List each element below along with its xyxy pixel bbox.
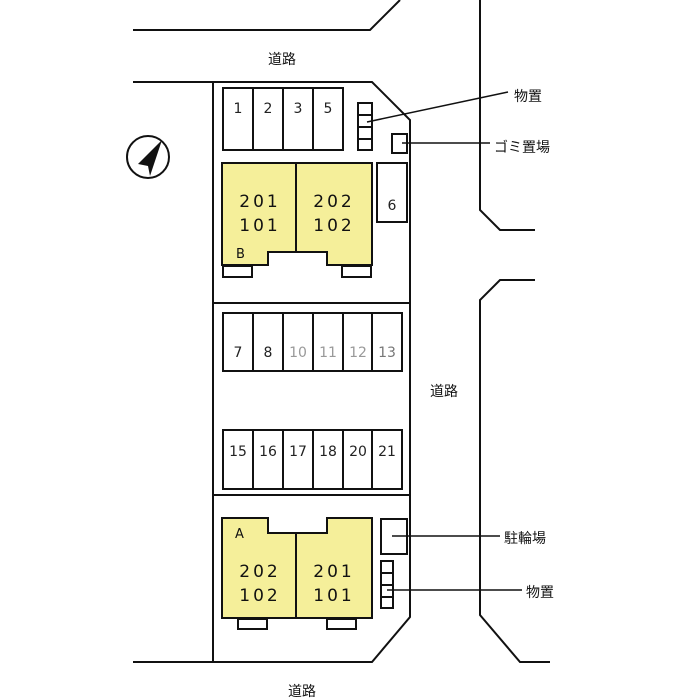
road-label-top: 道路 [268, 52, 296, 68]
parking-space: 20 [349, 444, 367, 460]
road-right-edge-lower [479, 279, 550, 663]
storage-label-top: 物置 [514, 89, 542, 105]
unit-number: 202 [239, 562, 281, 582]
parking-space: 2 [263, 101, 273, 117]
unit-number: 102 [313, 216, 355, 236]
parking-space: 10 [289, 345, 307, 361]
bicycle-parking-label: 駐輪場 [504, 531, 546, 547]
building-b-label: B [236, 247, 245, 262]
unit-number: 201 [313, 562, 355, 582]
road-top-edge [133, 0, 401, 31]
parking-space: 15 [229, 444, 247, 460]
unit-number: 201 [239, 192, 281, 212]
parking-space: 18 [319, 444, 337, 460]
parking-space: 8 [263, 345, 273, 361]
unit-number: 102 [239, 586, 281, 606]
unit-number: 202 [313, 192, 355, 212]
building-a-label: A [235, 527, 244, 542]
storage-label-bottom: 物置 [526, 585, 554, 601]
parking-space: 11 [319, 345, 337, 361]
unit-number: 101 [239, 216, 281, 236]
parking-space: 16 [259, 444, 277, 460]
parking-space: 12 [349, 345, 367, 361]
garbage-label: ゴミ置場 [494, 140, 550, 156]
unit-number: 101 [313, 586, 355, 606]
road-right-edge-upper [479, 0, 535, 231]
parking-space: 7 [233, 345, 243, 361]
parking-space: 1 [233, 101, 243, 117]
road-label-bottom: 道路 [288, 684, 316, 700]
road-label-right: 道路 [430, 384, 458, 400]
parking-space: 21 [378, 444, 396, 460]
parking-space: 17 [289, 444, 307, 460]
parking-space: 5 [323, 101, 333, 117]
north-arrow-icon [126, 135, 170, 179]
parking-space: 13 [378, 345, 396, 361]
site-boundary [133, 81, 411, 663]
parking-space: 3 [293, 101, 303, 117]
parking-space: 6 [387, 198, 397, 214]
